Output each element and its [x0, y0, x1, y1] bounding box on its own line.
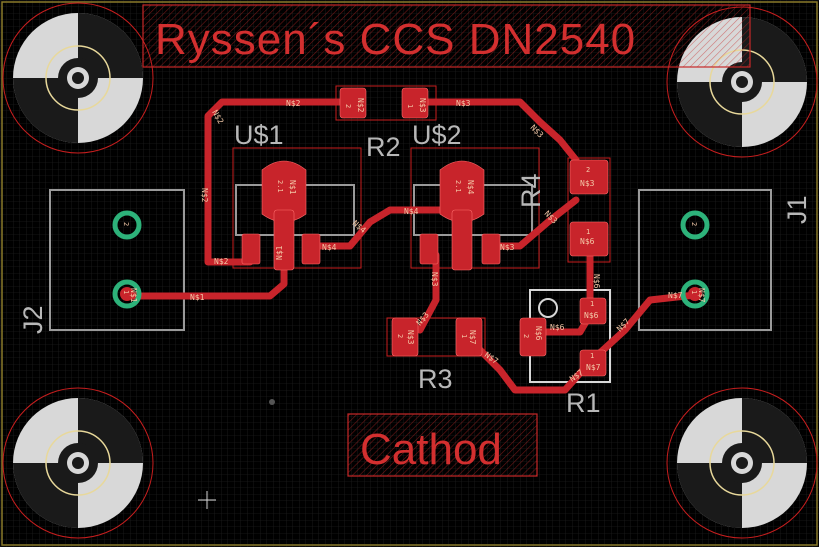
j2-pin2-number: 2: [122, 222, 130, 226]
mounting-hole-top-left: [2, 2, 154, 154]
net-label-n7-j1: N$7: [668, 291, 683, 300]
u1-outline: [232, 147, 362, 269]
net-label-n3-top: N$3: [456, 99, 471, 108]
r4-pad2-number: 2: [586, 166, 590, 174]
r3-pad1-number: 1: [460, 334, 468, 338]
net-label-n3-r4: N$3: [580, 179, 595, 188]
net-label-n1-j2: N$1: [129, 288, 138, 303]
smd-pads: [241, 87, 609, 377]
cathode-banner: Cathod: [347, 413, 538, 477]
mounting-hole-bottom-left: [2, 387, 154, 539]
r1-pad2-number: 2: [522, 334, 530, 338]
ref-j1: J1: [782, 195, 812, 224]
board-title: Ryssen´s CCS DN2540: [155, 15, 636, 64]
ref-j2: J2: [18, 305, 48, 334]
fiducial-dot: [269, 399, 275, 405]
mounting-hole-bottom-right: [666, 387, 818, 539]
net-label-n3-r3: N$3: [430, 272, 439, 287]
r1-pad3-number: 1: [590, 300, 594, 308]
net-label-n3-r3-pad: N$3: [406, 330, 415, 345]
title-banner: Ryssen´s CCS DN2540: [142, 4, 751, 68]
r1-pad1-number: 1: [590, 352, 594, 360]
connector-j2-outline: [49, 189, 185, 331]
net-label-n6-r1-pad3: N$6: [584, 311, 599, 320]
ref-u2: U$2: [412, 120, 462, 150]
u1-pin-number: 2.1: [276, 180, 284, 193]
net-label-n7-j1-pad: N$7: [697, 288, 706, 303]
cathode-label: Cathod: [360, 425, 502, 474]
j1-pin2-number: 2: [690, 222, 698, 226]
r1-marker: [538, 298, 558, 318]
net-label-n2-r2: N$2: [356, 98, 365, 113]
ref-r1: R1: [566, 388, 601, 418]
j2-pin1-number: 1: [122, 290, 130, 294]
ref-r2: R2: [366, 132, 401, 162]
net-label-n4-u2-tab: N$4: [466, 180, 475, 195]
net-label-n1-trace: N$1: [190, 293, 205, 302]
connector-vias: [112, 210, 710, 309]
ref-r4: R4: [516, 173, 546, 208]
net-label-n1-u1-tab: N$1: [288, 180, 297, 195]
j1-pin1-number: 1: [690, 290, 698, 294]
ref-r3: R3: [418, 364, 453, 394]
net-label-n2-u1: N$2: [214, 257, 229, 266]
r2-pad1-number: 1: [406, 104, 414, 108]
net-label-n4-u1: N$4: [322, 243, 337, 252]
u2-pin-number: 2.1: [454, 180, 462, 193]
net-label-n6-r1-pad: N$6: [534, 326, 543, 341]
net-label-n2-left: N$2: [200, 188, 209, 203]
net-label-n7-r3-pad: N$7: [468, 330, 477, 345]
net-label-n6-trace: N$6: [592, 274, 601, 289]
connector-j1-outline: [638, 189, 772, 331]
net-label-n3-r2: N$3: [418, 98, 427, 113]
origin-crosshair: [198, 491, 216, 509]
net-label-n2-top: N$2: [286, 99, 301, 108]
r4-pad1-number: 1: [586, 228, 590, 236]
ref-u1: U$1: [234, 120, 284, 150]
net-label-n1-u1: N$1: [275, 245, 284, 260]
r3-pad2-number: 2: [396, 334, 404, 338]
net-label-n6-r4: N$6: [580, 237, 595, 246]
r3-body: [386, 317, 486, 357]
net-label-n7-r1-pad: N$7: [586, 363, 601, 372]
net-label-n3-u2: N$3: [500, 243, 515, 252]
r2-pad2-number: 2: [344, 104, 352, 108]
net-label-n6-r1: N$6: [550, 323, 565, 332]
net-label-n4-trace: N$4: [404, 207, 419, 216]
